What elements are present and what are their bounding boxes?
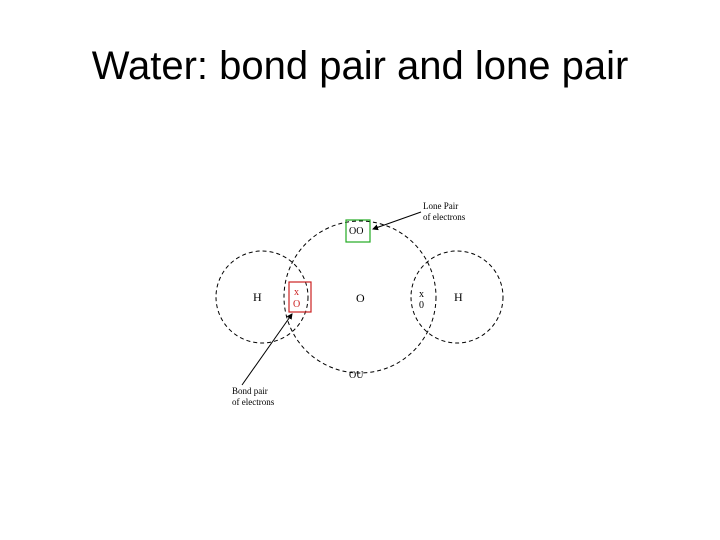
right-bond-electron-x: x — [419, 289, 424, 300]
oxygen-symbol: O — [356, 291, 365, 305]
left-hydrogen-symbol: H — [253, 290, 262, 304]
lone-pair-arrow — [372, 211, 422, 231]
right-hydrogen-shell — [410, 250, 504, 344]
lone-pair-bottom-electrons: OU — [349, 370, 364, 381]
lone-pair-label-line2: of electrons — [423, 212, 466, 222]
bond-pair-label-line2: of electrons — [232, 397, 275, 407]
oxygen-shell — [283, 220, 437, 374]
right-bond-electron-o: 0 — [419, 300, 424, 311]
right-hydrogen-symbol: H — [454, 290, 463, 304]
lone-pair-top-electrons: OO — [349, 226, 363, 237]
lone-pair-box — [345, 219, 371, 243]
bond-pair-label-line1: Bond pair — [232, 386, 268, 396]
left-hydrogen-shell — [215, 250, 309, 344]
bond-pair-box — [288, 281, 312, 313]
slide-title: Water: bond pair and lone pair — [91, 44, 629, 88]
lone-pair-label-line1: Lone Pair — [423, 201, 458, 211]
left-bond-electron-o: O — [293, 299, 300, 310]
left-bond-electron-x: x — [294, 287, 299, 298]
bond-pair-arrow — [241, 313, 293, 386]
